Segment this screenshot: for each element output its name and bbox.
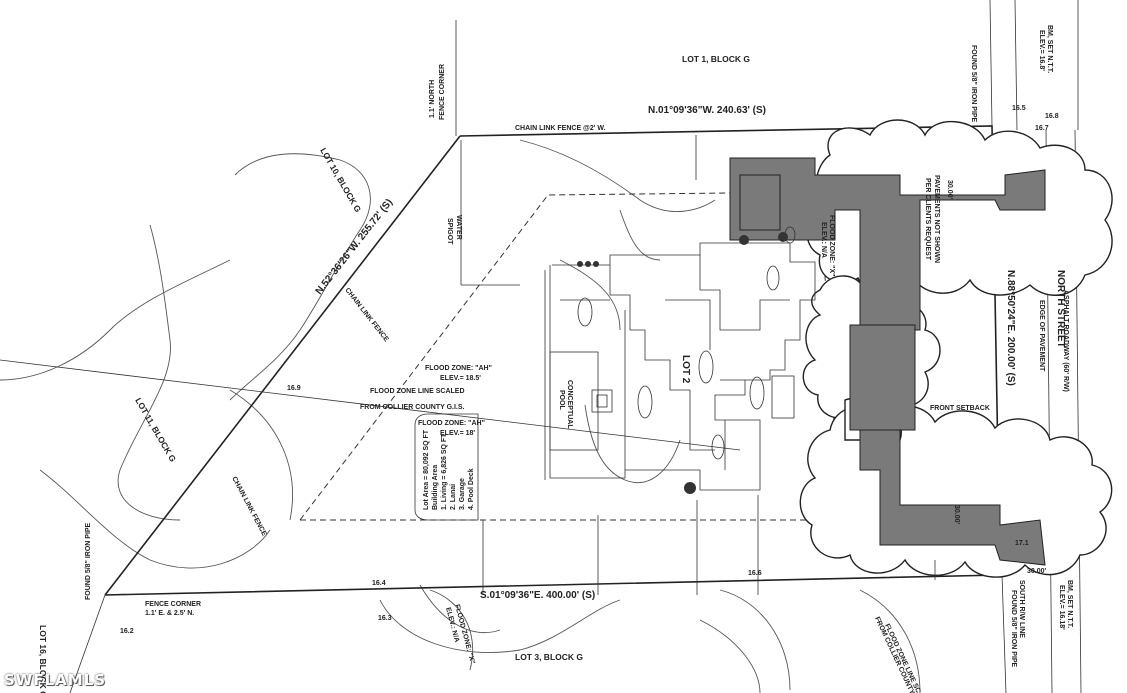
spot-elevation: 16.9 — [287, 385, 301, 392]
watermark: SWFLAMLS — [4, 671, 107, 689]
pavements-note-1: PAVEMENTS NOT SHOWN — [933, 175, 940, 263]
dim-30-right: 30.00' — [1027, 568, 1047, 575]
spot-elevation: 16.4 — [372, 580, 386, 587]
spot-elevation: 16.7 — [1035, 125, 1049, 132]
found-pipe-top: FOUND 5/8" IRON PIPE — [970, 45, 977, 123]
house-footprint — [549, 226, 816, 494]
lot-label-top: LOT 1, BLOCK G — [682, 54, 750, 64]
dim-30-top: 30.00' — [946, 180, 953, 200]
lot-label-left-middle: LOT 11, BLOCK G — [133, 396, 178, 464]
flood-zone-x-1-elev: ELEV.: N/A — [820, 222, 827, 258]
site-data-table — [414, 413, 479, 521]
lot-label-left-lower: LOT 16, BLOCK G — [38, 625, 48, 693]
front-setback: FRONT SETBACK — [930, 405, 990, 412]
fence-corner-bottom-sub: 1.1' E. & 2.5' N. — [145, 610, 194, 617]
south-rw-line: SOUTH R/W LINE — [1018, 580, 1025, 638]
table-row: 4. Pool Deck — [468, 468, 475, 510]
bearing-south: S.01°09'36"E. 400.00' (S) — [480, 590, 595, 601]
spot-elevation: 17.1 — [1015, 540, 1029, 547]
table-row: Lot Area = 80,092 SQ FT — [423, 429, 430, 510]
street-name: NORTH STREET — [1055, 270, 1066, 348]
fence-corner-top: FENCE CORNER — [439, 64, 446, 120]
spot-elevation: 16.8 — [1045, 113, 1059, 120]
spot-elevation: 16.5 — [1012, 105, 1026, 112]
pavements-note-2: PER CLIENTS REQUEST — [924, 178, 931, 261]
table-row: Building Area — [432, 465, 439, 510]
topo-contours — [0, 139, 921, 693]
pool-label-2: POOL — [558, 390, 565, 411]
spot-elevations: 16.5 16.7 16.8 16.4 16.9 16.3 16.2 16.6 … — [120, 105, 1059, 635]
spot-elevation: 16.6 — [748, 570, 762, 577]
chain-link-sw: CHAIN LINK FENCE — [230, 476, 267, 538]
table-row: 1. Living = 6,826 SQ FT — [441, 433, 448, 510]
driveway — [729, 157, 1046, 566]
flood-zone-ah-1-elev: ELEV.= 18.5' — [440, 375, 481, 382]
dim-30-bottom: 30.00' — [953, 505, 960, 525]
bearing-east: N.88°50'24"E. 200.00' (S) — [1005, 270, 1016, 386]
lot-label-left-upper: LOT 10, BLOCK G — [318, 146, 363, 214]
chain-link-west: CHAIN LINK FENCE — [343, 287, 389, 344]
flood-zone-ah-1: FLOOD ZONE: "AH" — [425, 365, 492, 372]
found-pipe-left: FOUND 5/8" IRON PIPE — [85, 522, 92, 600]
bearing-north: N.01°09'36"W. 240.63' (S) — [648, 105, 766, 116]
water-spigot-2: SPIGOT — [446, 218, 453, 245]
table-row: 3. Garage — [459, 478, 466, 510]
bm-bottom-2: ELEV.= 16.18' — [1058, 585, 1065, 630]
spot-elevation: 16.3 — [378, 615, 392, 622]
fence-corner-bottom: FENCE CORNER — [145, 601, 201, 608]
flood-line-2: FROM COLLIER COUNTY G.I.S. — [360, 404, 465, 411]
flood-line-1: FLOOD ZONE LINE SCALED — [370, 388, 465, 395]
setback-lines — [299, 191, 841, 521]
site-data-table-rows: Lot Area = 80,092 SQ FT Building Area 1.… — [423, 429, 475, 510]
table-row: 2. Lanai — [450, 484, 457, 510]
bm-top-1: BM, SET N.T.T. — [1046, 25, 1053, 73]
pool-label-1: CONCEPTUAL — [566, 380, 573, 429]
edge-of-pavement: EDGE OF PAVEMENT — [1038, 300, 1045, 372]
street-sub: ASPHALT ROADWAY (60' R/W) — [1062, 290, 1069, 392]
lot-label-bottom: LOT 3, BLOCK G — [515, 652, 583, 662]
water-spigot-1: WATER — [455, 215, 462, 240]
fence-corner-top-sub: 1.1' NORTH — [429, 80, 436, 118]
flood-zone-x-1: FLOOD ZONE: "X" — [828, 215, 835, 276]
bm-bottom-1: BM, SET N.T.T. — [1066, 580, 1073, 628]
property-boundary — [0, 0, 1082, 693]
found-pipe-bottom: FOUND 5/8" IRON PIPE — [1010, 590, 1017, 668]
dimension-ticks — [482, 135, 936, 595]
spot-elevation: 16.2 — [120, 628, 134, 635]
bm-top-2: ELEV.= 16.8' — [1038, 30, 1045, 71]
flood-zone-ah-2-elev: ELEV.= 18' — [440, 430, 475, 437]
lot-2-label: LOT 2 — [680, 355, 691, 384]
flood-zone-ah-2: FLOOD ZONE: "AH" — [418, 420, 485, 427]
chain-link-top: CHAIN LINK FENCE @2' W. — [515, 125, 606, 132]
